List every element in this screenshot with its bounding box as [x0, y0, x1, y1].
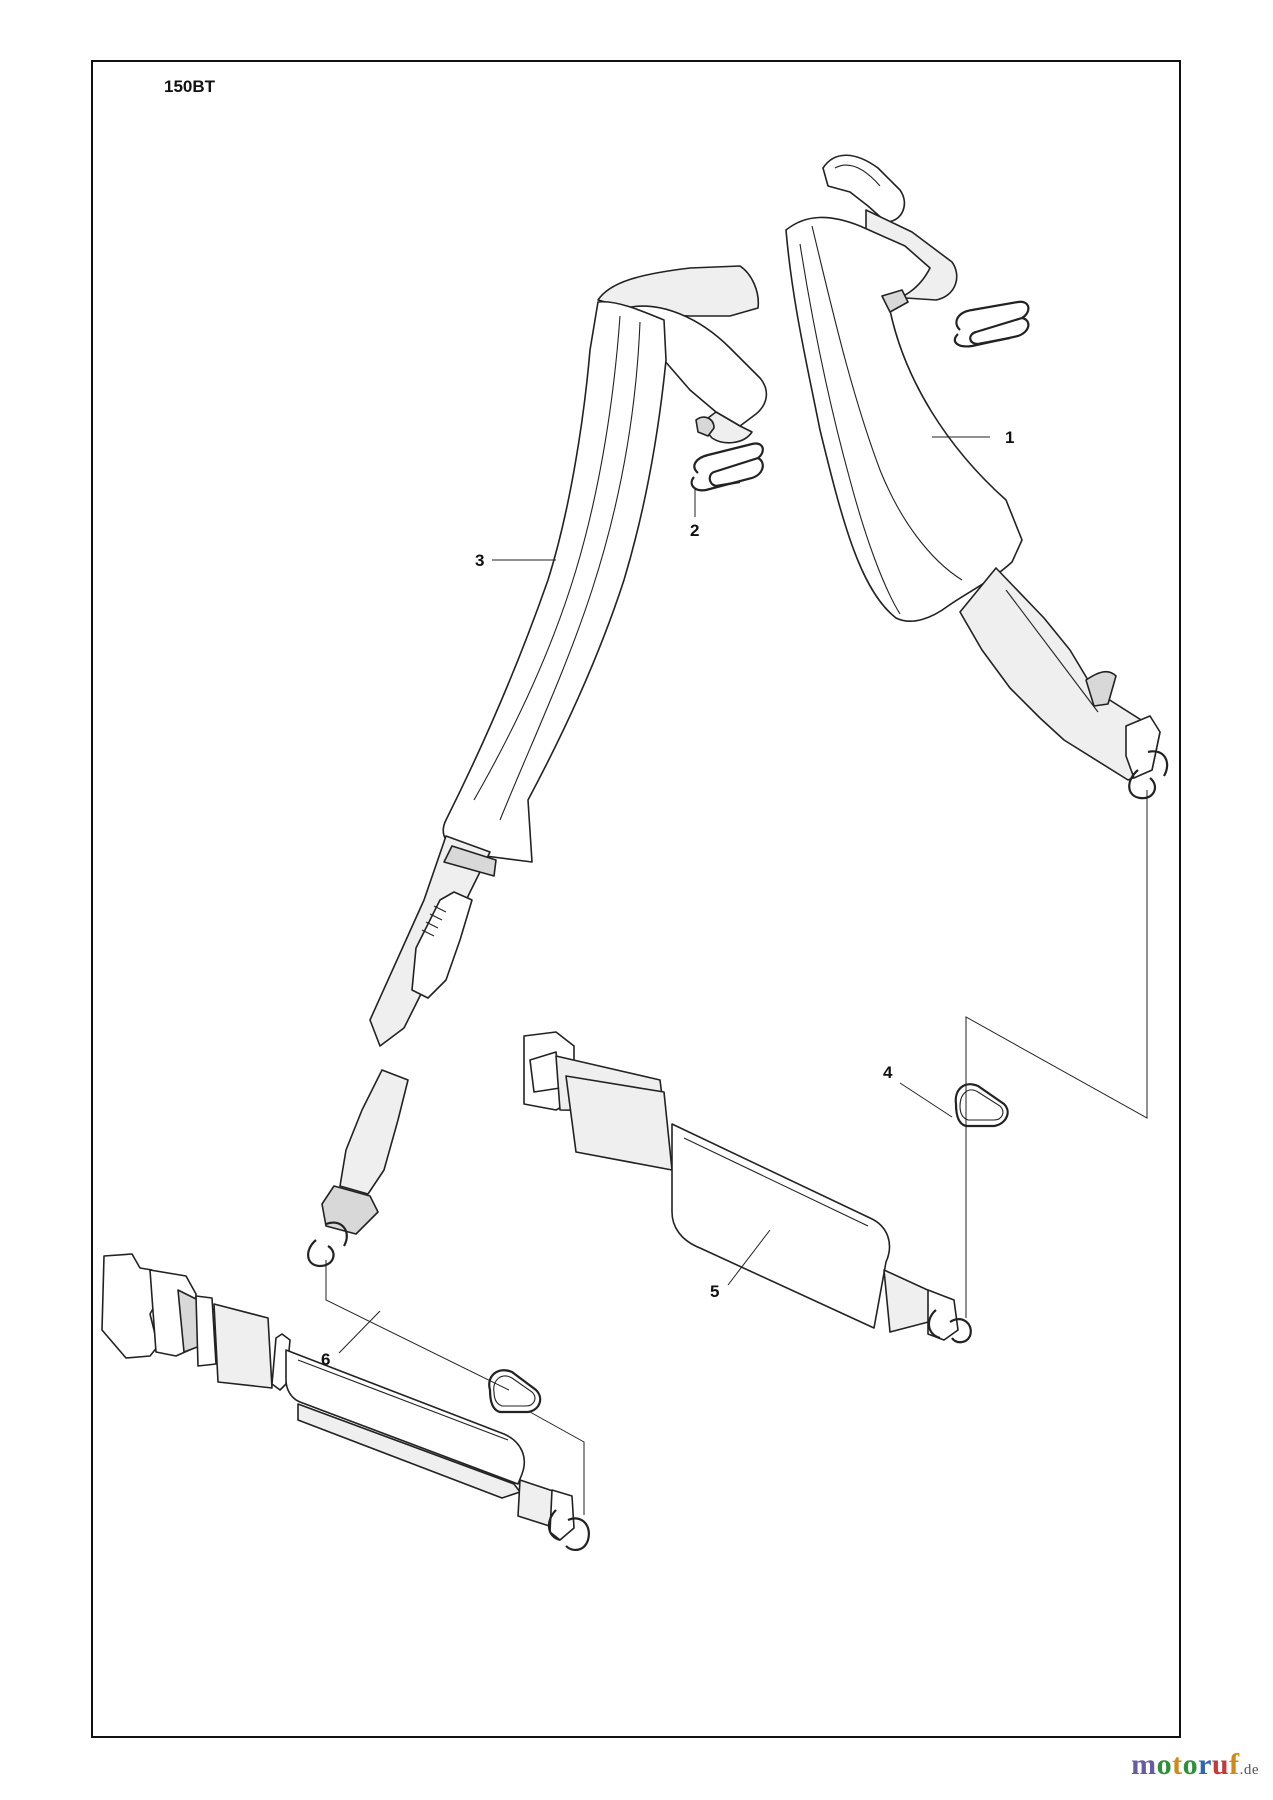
- d-ring-lower: [488, 1369, 542, 1414]
- callout-6: 6: [321, 1350, 330, 1369]
- watermark-letter: u: [1211, 1748, 1230, 1781]
- leader-lines: [338, 436, 990, 1354]
- callout-1: 1: [1005, 428, 1014, 447]
- motoruf-watermark-logo: motoruf.de: [1131, 1748, 1259, 1782]
- watermark-letter: m: [1131, 1748, 1157, 1781]
- part-3-shoulder-strap-left: [307, 265, 768, 1268]
- watermark-letter: r: [1198, 1748, 1212, 1781]
- callout-3: 3: [475, 551, 484, 570]
- watermark-letter: f: [1229, 1748, 1240, 1781]
- part-2-clip: [690, 442, 764, 492]
- part-5-pad-with-buckle: [523, 1031, 972, 1344]
- model-label: 150BT: [164, 77, 216, 96]
- watermark-letter: o: [1182, 1748, 1199, 1781]
- callout-2: 2: [690, 521, 699, 540]
- part-1-shoulder-strap-right: [785, 154, 1169, 800]
- diagram-frame: [91, 60, 1181, 1738]
- part-6-waist-belt: [101, 1253, 590, 1552]
- part-2-clip-spare: [953, 300, 1030, 348]
- callout-4: 4: [883, 1063, 893, 1082]
- watermark-letter: o: [1156, 1748, 1173, 1781]
- callout-5: 5: [710, 1282, 719, 1301]
- part-4-d-ring: [954, 1083, 1009, 1128]
- watermark-letter: t: [1172, 1748, 1183, 1781]
- assembly-lines: [325, 790, 1148, 1515]
- watermark-suffix: .de: [1239, 1762, 1259, 1778]
